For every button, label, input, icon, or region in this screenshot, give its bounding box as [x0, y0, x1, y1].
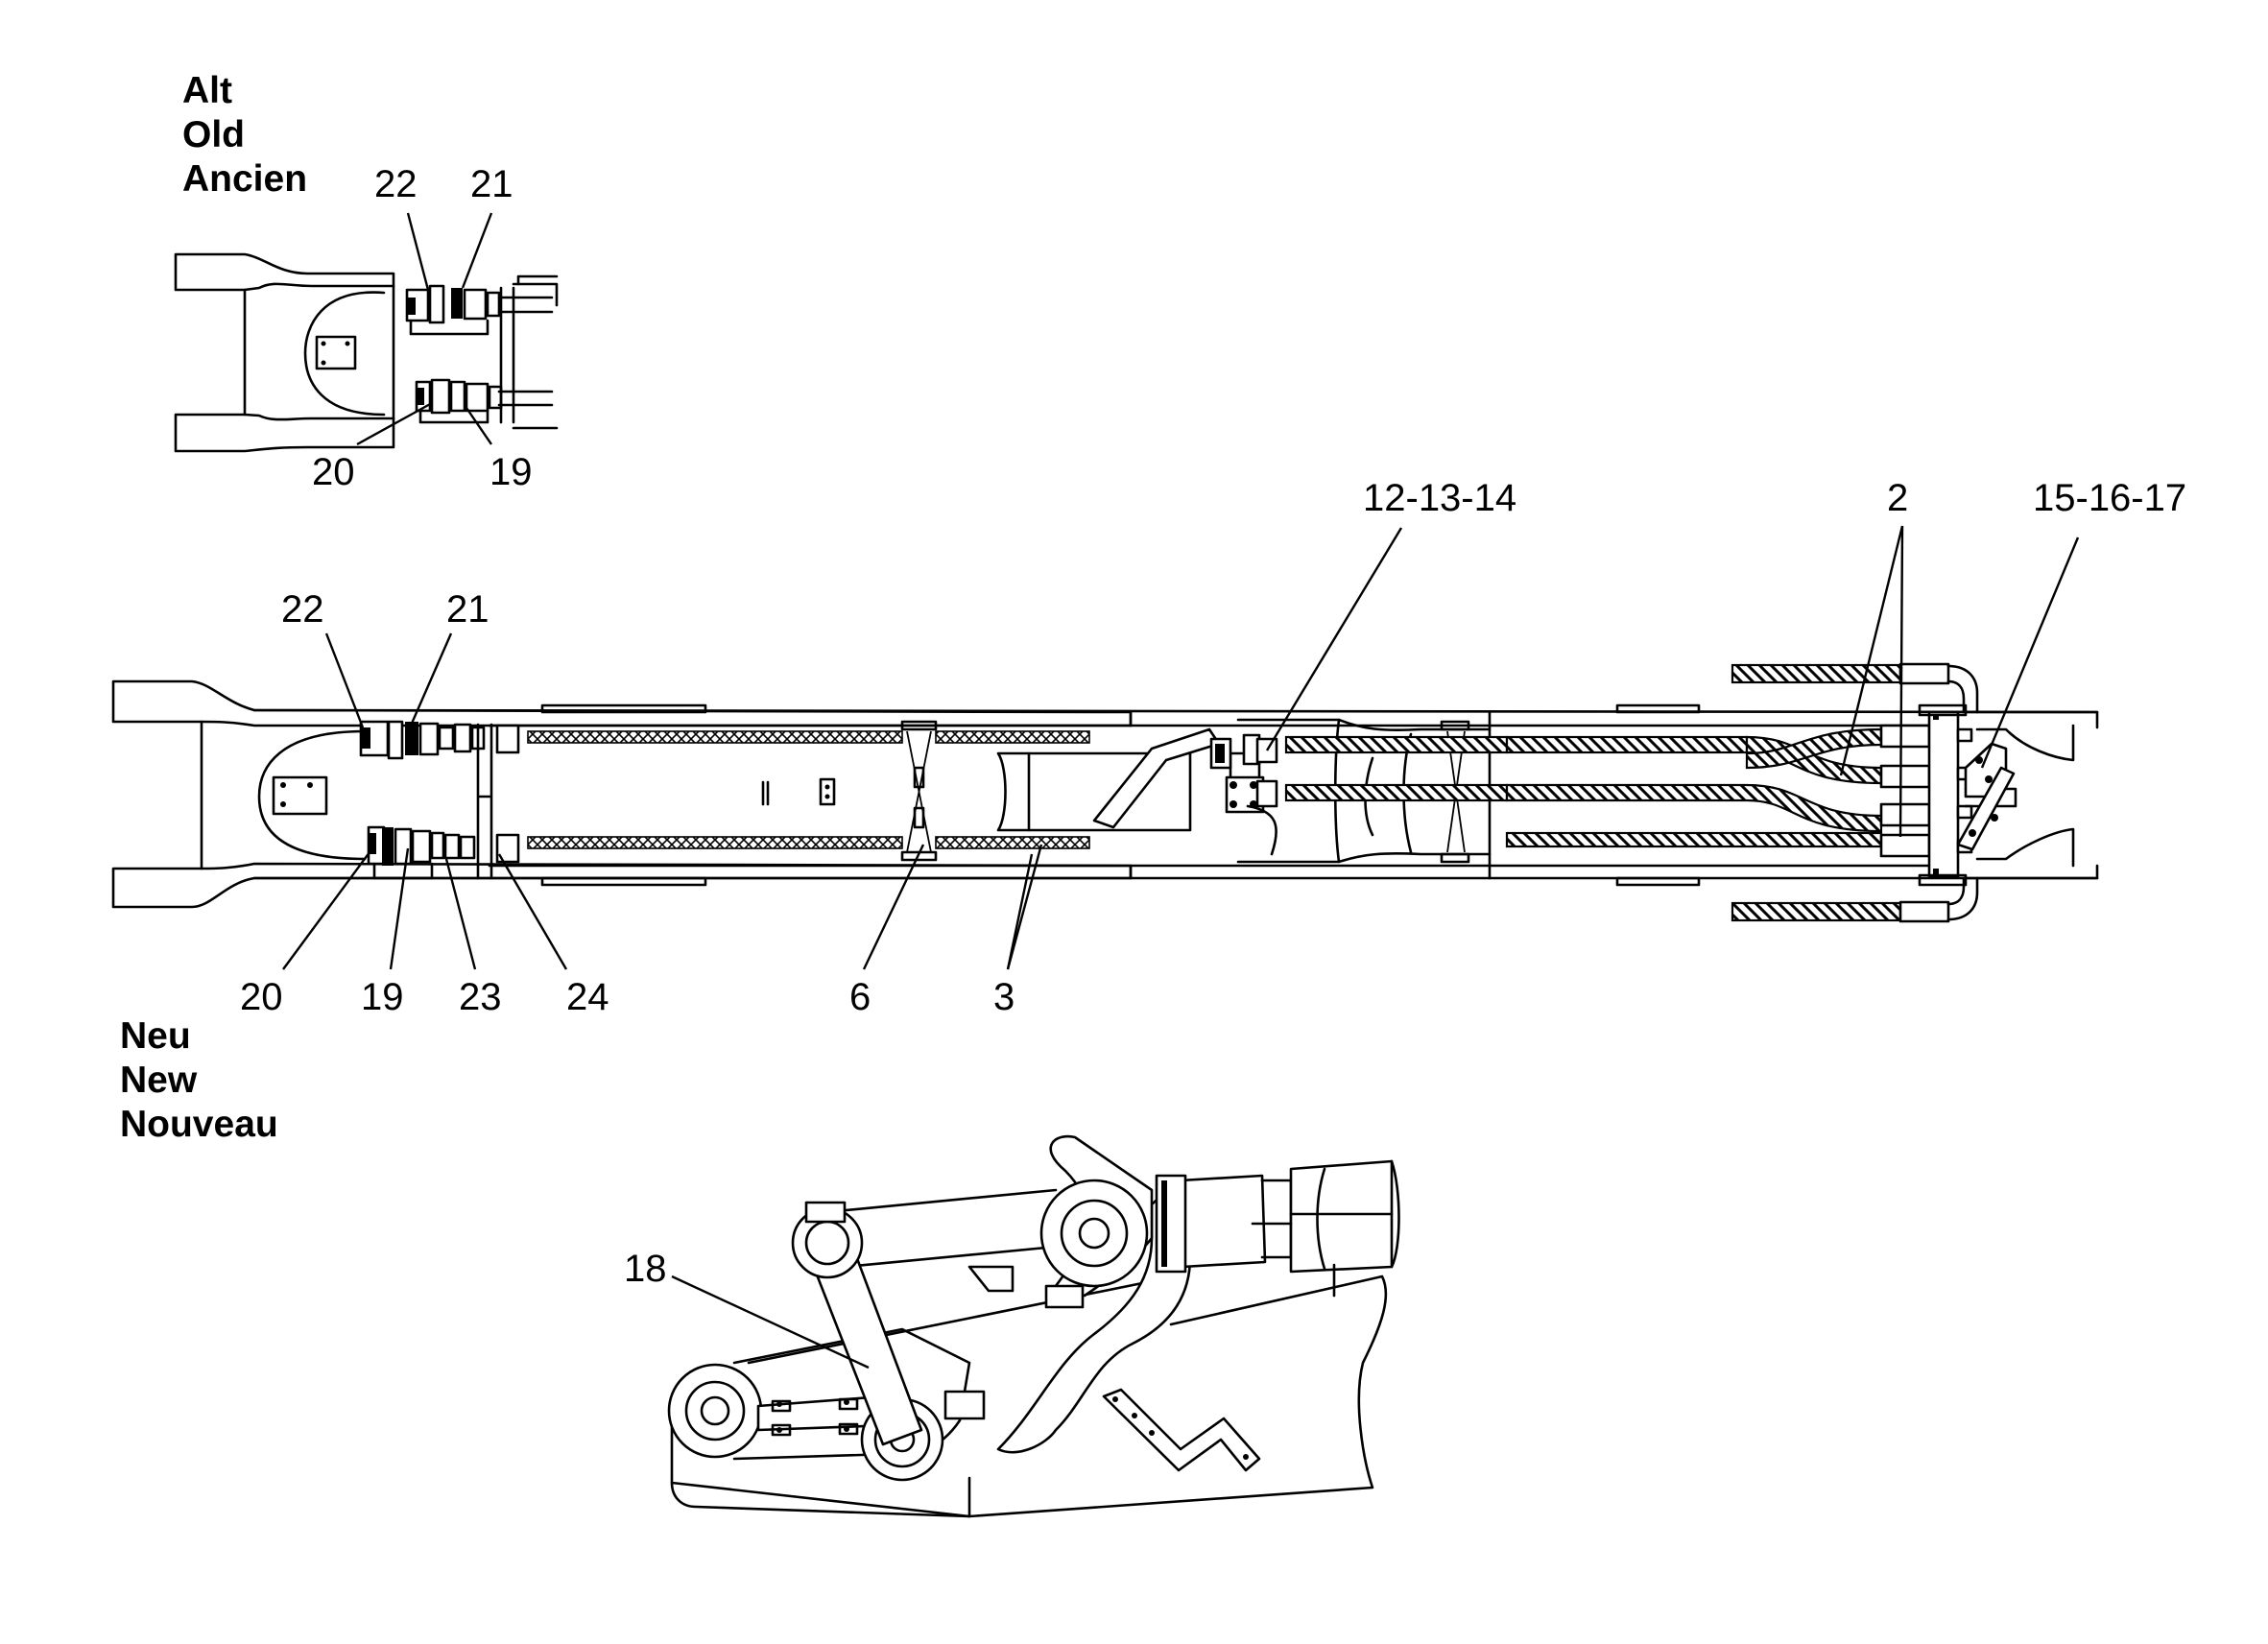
header-new-fr: Nouveau — [120, 1104, 278, 1145]
callout-new-15-16-17: 15-16-17 — [2033, 477, 2186, 519]
new-leader-lines — [282, 525, 2080, 970]
header-old-en: Old — [182, 114, 245, 155]
detail-leader-lines — [671, 1275, 870, 1370]
callout-new-19: 19 — [361, 976, 404, 1018]
callout-old-19: 19 — [489, 451, 533, 493]
old-boom-end-drawing — [174, 252, 559, 453]
callout-new-3: 3 — [993, 976, 1015, 1018]
callout-new-12-13-14: 12-13-14 — [1363, 477, 1516, 519]
callout-old-22: 22 — [374, 163, 418, 205]
callout-new-22: 22 — [281, 588, 324, 631]
new-callouts: 22 21 20 19 23 24 6 3 12-13-14 2 15-16-1… — [240, 477, 2186, 1018]
header-new-en: New — [120, 1060, 198, 1101]
old-callouts: 22 21 20 19 — [312, 163, 533, 493]
header-old-fr: Ancien — [182, 158, 307, 200]
callout-detail-18: 18 — [624, 1248, 667, 1290]
callout-new-23: 23 — [459, 976, 502, 1018]
new-version-header: Neu New Nouveau — [120, 1015, 278, 1145]
callout-new-2: 2 — [1887, 477, 1908, 519]
linkage-detail-drawing — [667, 1134, 1400, 1518]
callout-new-20: 20 — [240, 976, 283, 1018]
callout-new-21: 21 — [446, 588, 489, 631]
header-old-de: Alt — [182, 70, 232, 111]
header-new-de: Neu — [120, 1015, 191, 1057]
callout-new-24: 24 — [566, 976, 609, 1018]
callout-old-20: 20 — [312, 451, 355, 493]
old-leader-lines — [356, 212, 493, 446]
old-version-header: Alt Old Ancien — [182, 70, 307, 200]
callout-new-6: 6 — [849, 976, 871, 1018]
detail-callouts: 18 — [624, 1248, 667, 1290]
callout-old-21: 21 — [470, 163, 513, 205]
new-boom-drawing — [111, 662, 2099, 923]
